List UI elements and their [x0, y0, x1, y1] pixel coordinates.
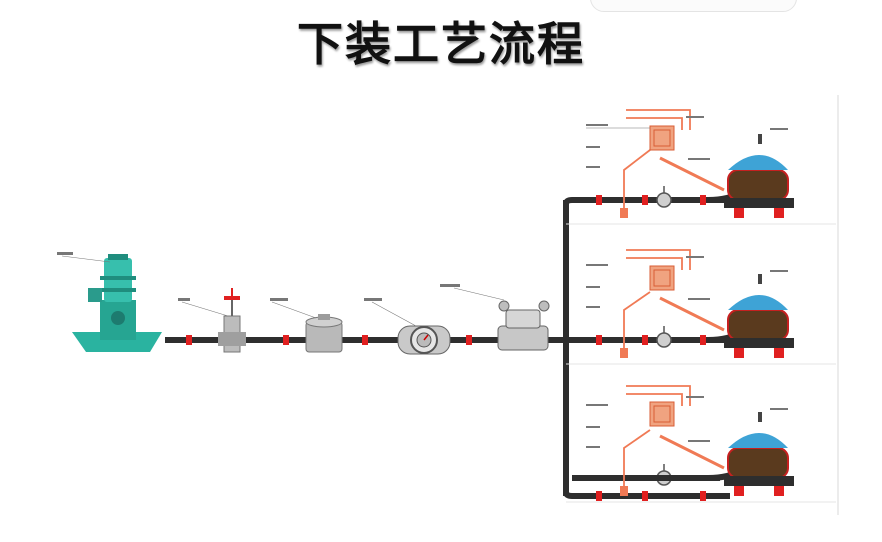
branch-bottom [572, 385, 794, 501]
filter-icon [270, 298, 343, 353]
pump-icon [57, 252, 162, 352]
valve-icon [178, 288, 246, 353]
page-title: 下装工艺流程 [297, 17, 585, 71]
branch-top [572, 109, 794, 218]
electro-valve-icon [440, 284, 550, 351]
branch-middle [572, 249, 794, 358]
manifold-pipe [563, 197, 573, 499]
flowmeter-icon [364, 298, 451, 355]
